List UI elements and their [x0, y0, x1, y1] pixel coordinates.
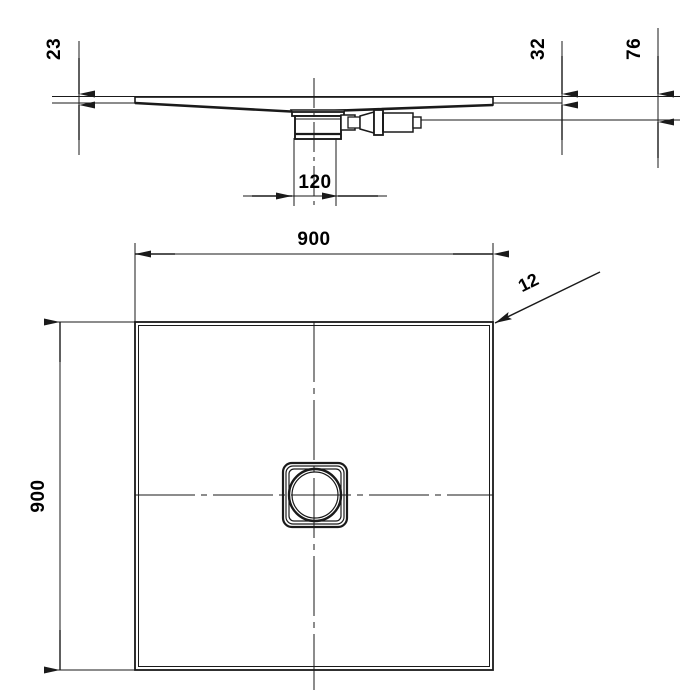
- dim-label-120: 120: [298, 172, 331, 193]
- dimension-height-23: 23: [44, 38, 95, 155]
- dimension-plan-depth-900: 900: [28, 318, 61, 674]
- plan-centerlines: [135, 322, 493, 690]
- plan-view: 900 900: [28, 229, 601, 690]
- dim-label-76: 76: [624, 38, 645, 60]
- dim-label-thickness-12: 12: [515, 269, 542, 296]
- dim-label-plan-depth-900: 900: [28, 479, 49, 512]
- section-view: 23 32 76 120: [44, 28, 680, 206]
- dimension-width-120: 120: [243, 172, 387, 200]
- dimension-plan-width-900: 900: [135, 229, 509, 258]
- dim-label-23: 23: [44, 38, 65, 60]
- dimension-height-76: 76: [624, 28, 674, 168]
- dim-label-32: 32: [528, 38, 549, 60]
- dimension-thickness-12: 12: [494, 269, 601, 324]
- section-drain-body: [289, 109, 347, 140]
- section-outlet-pipe: [340, 109, 422, 136]
- plan-drain-outlet: [281, 461, 349, 529]
- dim-label-plan-width-900: 900: [297, 229, 330, 250]
- dimension-height-32: 32: [528, 38, 578, 155]
- plan-extension-lines: [52, 243, 494, 671]
